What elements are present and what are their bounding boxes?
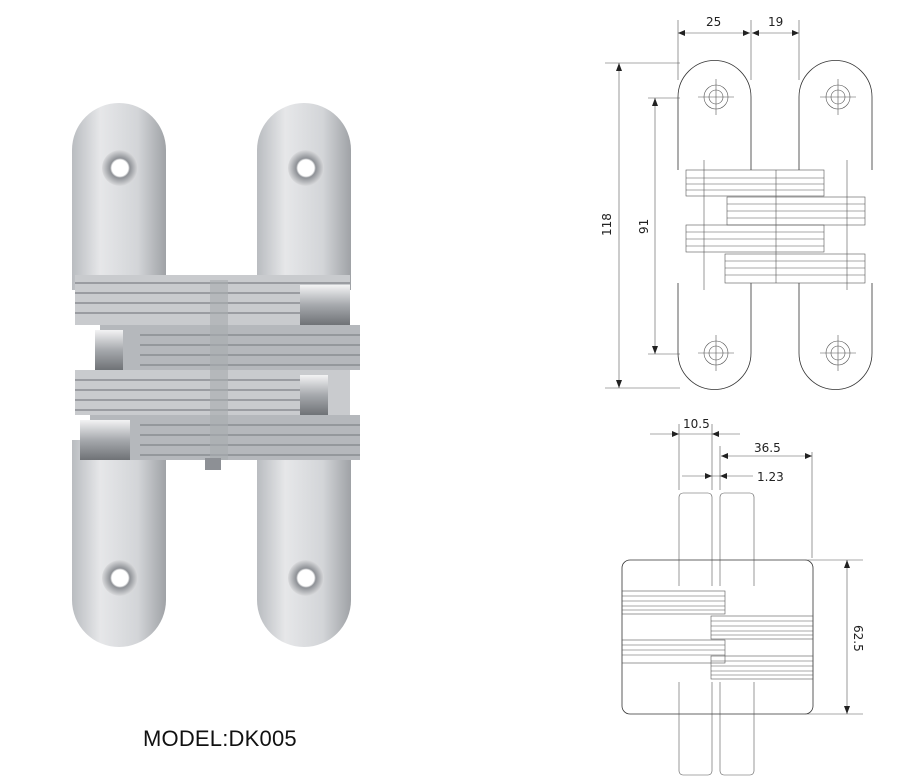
front-view-drawing: 25 19 118 91: [600, 15, 873, 390]
dim-leaf-width: 25: [706, 15, 721, 29]
hinge-leaf-top-left: [72, 103, 166, 290]
model-label: MODEL:DK005: [143, 726, 297, 751]
dim-gap: 1.23: [757, 470, 784, 484]
hinge-leaf-top-right: [257, 103, 351, 290]
hinge-photo: [72, 103, 360, 647]
side-view-drawing: 10.5 36.5 1.23 62.5: [621, 417, 865, 776]
screw-hole: [102, 150, 138, 186]
hinge-knuckles: [75, 275, 360, 470]
dim-overall-height: 118: [600, 213, 614, 236]
screw-hole: [288, 560, 324, 596]
dim-hole-spacing: 91: [637, 219, 651, 234]
screw-hole: [102, 560, 138, 596]
dim-leaf-gap: 19: [768, 15, 783, 29]
dim-body-depth: 36.5: [754, 441, 781, 455]
dim-leaf-thickness: 10.5: [683, 417, 710, 431]
hinge-leaf-bottom-right: [257, 440, 351, 647]
hinge-leaf-bottom-left: [72, 440, 166, 647]
screw-hole: [288, 150, 324, 186]
dim-body-height: 62.5: [851, 625, 865, 652]
drawing-holes: [698, 79, 856, 371]
